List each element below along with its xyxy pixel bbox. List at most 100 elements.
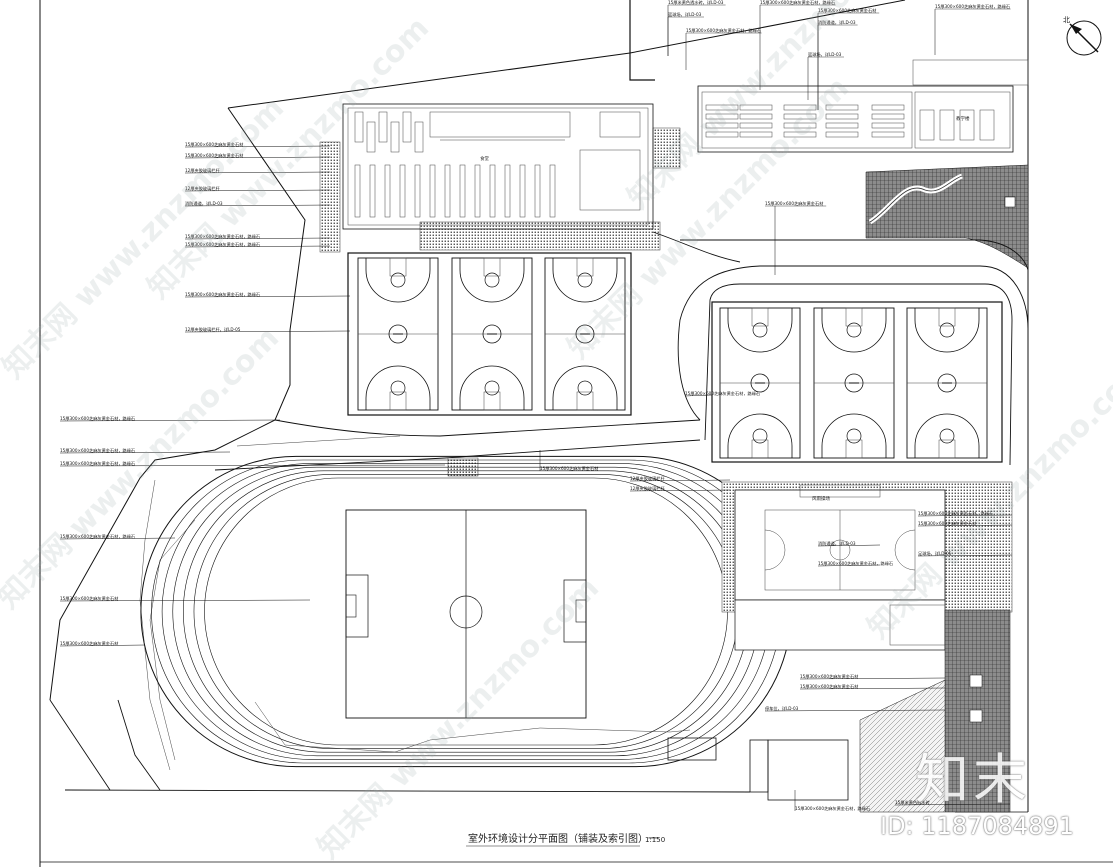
basketball-court-e3 [906, 307, 988, 459]
callout-label: 15厚300×600芝麻灰黄金石材，路缘石 [935, 3, 1010, 10]
track-lane-2 [193, 474, 739, 749]
basketball-court-e1 [719, 307, 801, 459]
callout-label: 消防通道，详LD-03 [185, 200, 223, 207]
classroom-desk-row [939, 109, 955, 141]
callout-label: 篮球场，详LD-03 [668, 11, 702, 18]
site-boundary [49, 0, 1029, 813]
callout-label: 12厚夹胶玻璃栏杆 [630, 475, 665, 482]
callout-label: 消防通道，详LD-03 [818, 540, 856, 547]
callout-13: 15厚300×600芝麻灰黄金石材，路缘石 [59, 533, 176, 540]
callout-22: 篮球场，详LD-03 [807, 51, 844, 100]
kitchen-fixture [354, 111, 364, 143]
callout-23: 15厚300×600芝麻灰黄金石材，路缘石 [934, 3, 1011, 55]
kitchen-fixture [402, 111, 412, 143]
callout-label: 15厚300×600芝麻灰黄金石材 [60, 640, 118, 647]
callout-label: 15厚300×600芝麻灰黄金石材 [918, 520, 976, 527]
callout-label: 15厚300×600芝麻灰黄金石材，路缘石 [818, 560, 893, 567]
callout-label: 15厚300×600芝麻灰黄金石材，路缘石 [60, 415, 135, 422]
classroom-desk-row [871, 131, 905, 138]
callout-4: 12厚夹胶玻璃栏杆 [184, 185, 331, 192]
callout-label: 15厚300×600芝麻灰黄金石材 [185, 152, 243, 159]
callout-25: 15厚300×600芝麻灰黄金石材，路缘石 [684, 390, 760, 397]
canteen-table [369, 164, 376, 218]
kitchen-fixture [390, 121, 400, 153]
callout-label: 15厚米黄色透水砖，详LD-03 [668, 0, 724, 6]
drawing-frame [39, 0, 1113, 867]
callout-17: 篮球场，详LD-03 [667, 11, 704, 56]
callout-31: 足球场，详LD-05 [917, 550, 1013, 557]
callout-label: 15厚300×600芝麻灰黄金石材 [185, 141, 243, 148]
callout-6: 15厚300×600芝麻灰黄金石材，路缘石 [184, 233, 331, 240]
classroom-desk-row [871, 104, 905, 111]
north-arrow: 北 [1063, 16, 1102, 56]
callout-26: 15厚300×600芝麻灰黄金石材 [539, 450, 598, 472]
callout-label: 15厚300×600芝麻灰黄金石材，路缘石 [60, 460, 135, 467]
canteen-table [399, 164, 406, 218]
callout-5: 消防通道，详LD-03 [184, 200, 331, 207]
classroom-desk-row [825, 113, 859, 120]
drawing-title: 室外环境设计分平面图（铺装及索引图）一 1:150 [466, 832, 665, 847]
classroom-desk-row [739, 113, 773, 120]
drawing-scale: 1:150 [645, 836, 665, 844]
callout-7: 15厚300×600芝麻灰黄金石材，路缘石 [184, 241, 331, 248]
callout-label: 15厚300×600芝麻灰黄金石材，路缘石 [60, 447, 135, 454]
basketball-court-e2 [813, 307, 895, 459]
callout-label: 15厚300×600芝麻灰黄金石材，路缘石 [60, 533, 135, 540]
canteen-table [549, 164, 556, 218]
callout-label: 12厚夹胶玻璃栏杆 [630, 485, 665, 492]
basketball-court-w2 [451, 257, 533, 411]
callout-label: 15厚300×600芝麻灰黄金石材，路缘石 [686, 27, 761, 34]
callout-8: 15厚300×600芝麻灰黄金石材，路缘石 [184, 291, 351, 298]
running-track [140, 455, 792, 768]
teaching-label: 教学楼 [956, 115, 970, 122]
callout-label: 停车位，详LD-03 [765, 705, 799, 712]
callout-28: 12厚夹胶玻璃栏杆 [629, 485, 731, 492]
kitchen-fixture [378, 111, 388, 143]
callout-24: 15厚300×600芝麻灰黄金石材 [765, 200, 827, 275]
classroom-desk-row [739, 104, 773, 111]
callout-label: 15厚300×600芝麻灰黄金石材，路缘石 [918, 510, 993, 517]
classroom-desk-row [783, 113, 817, 120]
callout-label: 15厚300×600芝麻灰黄金石材，路缘石 [185, 291, 260, 298]
basketball-court-w3 [544, 257, 626, 411]
callout-label: 15厚300×600芝麻灰黄金石材，路缘石 [760, 0, 835, 6]
callout-18: 15厚300×600芝麻灰黄金石材，路缘石 [685, 27, 762, 70]
basketball-courts-west [347, 252, 632, 416]
canteen-table [489, 164, 496, 218]
canteen-label: 食堂 [480, 155, 489, 162]
canteen-table [384, 164, 391, 218]
callout-12: 15厚300×600芝麻灰黄金石材，路缘石 [59, 460, 446, 467]
callout-19: 15厚300×600芝麻灰黄金石材，路缘石 [759, 0, 836, 90]
callout-label: 15厚300×600芝麻灰黄金石材 [540, 465, 598, 472]
drawing-title-text: 室外环境设计分平面图（铺装及索引图）一 [468, 832, 658, 845]
callout-label: 消防通道，详LD-03 [818, 19, 856, 26]
canteen-table [534, 164, 541, 218]
callout-label: 15厚300×600芝麻灰黄金石材 [60, 595, 118, 602]
basketball-courts-east [711, 301, 1003, 463]
classroom-desk-row [825, 122, 859, 129]
classroom-desk-row [825, 104, 859, 111]
north-label: 北 [1063, 16, 1070, 24]
canteen-table [459, 164, 466, 218]
classroom-seats [705, 104, 995, 141]
callout-32: 消防通道，详LD-03 [817, 540, 881, 547]
canteen-table [414, 164, 421, 218]
classroom-desk-row [739, 131, 773, 138]
callout-33: 15厚300×600芝麻灰黄金石材，路缘石 [817, 560, 893, 567]
classroom-desk-row [705, 104, 739, 111]
roads [49, 231, 1029, 793]
callout-label: 15厚300×600芝麻灰黄金石材，路缘石 [685, 390, 760, 397]
callout-27: 12厚夹胶玻璃栏杆 [629, 475, 731, 482]
callout-label: 篮球场，详LD-03 [808, 51, 842, 58]
classroom-desk-row [871, 113, 905, 120]
callout-label: 15厚300×600芝麻灰黄金石材，路缘石 [795, 805, 870, 812]
teaching-building: 教学楼 [697, 59, 1029, 153]
classroom-desk-row [705, 113, 739, 120]
callout-36: 停车位，详LD-03 [764, 705, 946, 712]
classroom-desk-row [959, 109, 975, 141]
gym-label: 风雨操场 [812, 495, 830, 502]
canteen-table [519, 164, 526, 218]
kitchen-fixture [414, 121, 424, 153]
classroom-desk-row [919, 109, 935, 141]
